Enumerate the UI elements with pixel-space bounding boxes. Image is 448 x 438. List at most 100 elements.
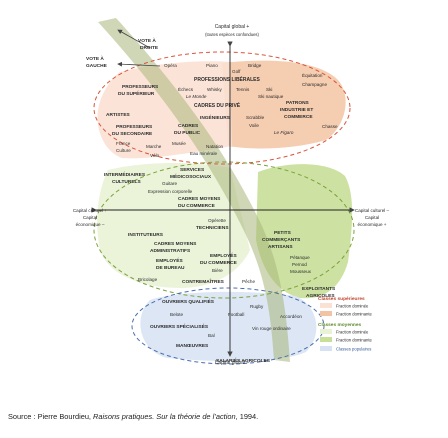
legend-moyennes-dominee: Fraction dominée: [336, 330, 369, 335]
caption-prefix: Source : Pierre Bourdieu,: [8, 412, 91, 421]
legend-superieures-dominante: Fraction dominante: [336, 312, 373, 317]
legend-superieures-dominee-swatch: [320, 303, 332, 308]
axis-right-label-2: Capital: [365, 215, 379, 220]
term-champagne: Champagne: [302, 82, 327, 87]
term-petits-commercants-2: COMMERÇANTS: [262, 237, 301, 243]
term-cadres-moyens-adm-2: ADMINISTRATIFS: [150, 248, 191, 254]
legend-populaires-swatch: [320, 346, 332, 351]
term-piano: Piano: [206, 63, 218, 68]
term-ouvriers-specialises: OUVRIERS SPÉCIALISÉS: [150, 322, 209, 330]
vote-left-label-2: GAUCHE: [86, 63, 108, 69]
middle-dominated-zone: [97, 163, 250, 288]
term-exploitants: EXPLOITANTS: [302, 286, 336, 292]
term-france-culture-2: Culture: [116, 148, 131, 153]
term-voile: Voile: [249, 123, 259, 128]
axis-left-label: Capital culturel +: [73, 208, 108, 213]
term-ouvriers-qualifies: OUVRIERS QUALIFIÉS: [162, 297, 215, 305]
middle-dominant-zone: [256, 164, 353, 299]
term-employes-bureau: EMPLOYÉS: [156, 256, 183, 264]
term-employes-commerce-2: DU COMMERCE: [200, 260, 238, 266]
legend-superieures-title: Classes supérieures: [318, 296, 365, 302]
term-petits-commercants: PETITS: [274, 230, 292, 236]
term-intermediaires: INTERMÉDIAIRES: [104, 170, 146, 178]
term-manoeuvres: MANŒUVRES: [176, 343, 209, 349]
vote-right-label-1: VOTE À: [138, 37, 156, 44]
term-ingenieurs: INGÉNIEURS: [200, 113, 231, 121]
term-peche: Pêche: [242, 279, 255, 284]
term-ski: Ski: [266, 87, 272, 92]
term-equitation: Équitation: [302, 72, 323, 78]
term-velo: Vélo: [150, 153, 160, 158]
term-ski-nautique: Ski nautique: [258, 94, 284, 99]
term-france-culture: France: [116, 141, 131, 146]
term-cadres-moyens-commerce: CADRES MOYENS: [178, 196, 221, 202]
term-professeurs-sec: PROFESSEURS: [116, 124, 153, 130]
term-services: SERVICES: [180, 167, 205, 173]
term-marche: Marche: [146, 144, 162, 149]
term-le-figaro: Le Figaro: [274, 130, 294, 135]
term-biere: Bière: [212, 268, 223, 273]
term-bal: Bal: [208, 333, 215, 338]
term-echecs: Échecs: [178, 86, 194, 92]
vote-left-label-1: VOTE À: [86, 55, 104, 62]
caption-suffix: , 1994.: [235, 412, 259, 421]
term-artistes: ARTISTES: [106, 112, 131, 118]
term-professeurs-sup-2: DU SUPÉRIEUR: [118, 89, 155, 97]
legend-moyennes-title: Classes moyennes: [318, 322, 362, 328]
axis-right-label-3: économique +: [358, 222, 387, 227]
term-bridge: Bridge: [248, 63, 262, 68]
vote-right-label-2: DROITE: [140, 45, 159, 51]
term-employes-bureau-2: DE BUREAU: [156, 265, 185, 271]
vote-left-arrow: [117, 61, 161, 67]
legend-moyennes-dominante: Fraction dominante: [336, 338, 373, 343]
term-instituteurs: INSTITUTEURS: [128, 232, 164, 238]
term-employes-commerce: EMPLOYÉS: [210, 251, 237, 259]
term-professions-liberales: PROFESSIONS LIBÉRALES: [194, 75, 261, 83]
term-professeurs-sup: PROFESSEURS: [122, 84, 159, 90]
term-golf: Golf: [232, 69, 241, 74]
term-vin-rouge: Vin rouge ordinaire: [252, 326, 291, 331]
term-petanque-3: Mousseux: [290, 269, 312, 274]
term-belote: Belote: [170, 312, 183, 317]
term-eau-minerale: Eau minérale: [190, 151, 218, 156]
term-chasse: Chasse: [322, 124, 338, 129]
term-guitare: Guitare: [162, 181, 178, 186]
term-football: Football: [228, 312, 244, 317]
term-patrons-3: COMMERCE: [284, 114, 313, 120]
term-bricolage: Bricolage: [138, 277, 158, 282]
term-scrabble: Scrabble: [246, 115, 265, 120]
term-accordeon: Accordéon: [280, 314, 302, 319]
axis-top-label: Capital global +: [215, 24, 250, 30]
term-expression-corporelle: Expression corporelle: [148, 189, 193, 194]
term-petanque-2: Pernod: [292, 262, 307, 267]
legend-moyennes-dominante-swatch: [320, 337, 332, 342]
axis-bottom-label: Capital global –: [215, 360, 250, 366]
term-cadres-public: CADRES: [178, 123, 199, 129]
legend-superieures-dominante-swatch: [320, 311, 332, 316]
term-contremaitres: CONTREMAÎTRES: [182, 277, 225, 285]
term-salaries-agricoles: SALARIÉS AGRICOLES: [216, 356, 271, 364]
term-whisky: Whisky: [207, 87, 223, 92]
term-techniciens: TECHNICIENS: [196, 225, 229, 231]
term-natation: Natation: [206, 144, 224, 149]
term-professeurs-sec-2: DU SECONDAIRE: [112, 131, 153, 137]
term-petanque: Pétanque: [290, 255, 310, 260]
upper-dominant-zone: [222, 60, 346, 149]
term-operette: Opérette: [208, 218, 226, 223]
source-caption: Source : Pierre Bourdieu, Raisons pratiq…: [8, 412, 258, 421]
term-artisans: ARTISANS: [268, 244, 293, 250]
axis-left-label-3: économique –: [76, 222, 105, 227]
caption-title: Raisons pratiques. Sur la théorie de l’a…: [93, 412, 236, 421]
term-tennis: Tennis: [236, 87, 250, 92]
legend-moyennes-dominee-swatch: [320, 329, 332, 334]
axis-left-label-2: Capital: [83, 215, 97, 220]
term-rugby: Rugby: [250, 304, 264, 309]
term-cadres-moyens-adm: CADRES MOYENS: [154, 241, 197, 247]
term-musee: Musée: [172, 141, 186, 146]
axis-right-label: Capital culturel –: [355, 208, 390, 213]
term-patrons-2: INDUSTRIE ET: [280, 107, 313, 113]
legend-superieures-dominee: Fraction dominée: [336, 304, 369, 309]
vote-right-arrow: [117, 29, 151, 49]
term-exploitants-2: AGRICOLES: [306, 293, 335, 299]
